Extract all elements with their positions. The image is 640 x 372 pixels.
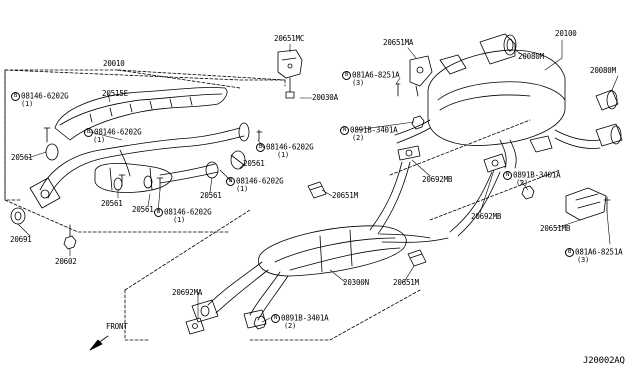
finisher-20080m-upper: [479, 33, 517, 65]
callout-code: 081A6-8251A: [575, 247, 623, 257]
front-pipe-20010: [29, 127, 245, 209]
bolt-symbol-icon: B: [256, 143, 265, 152]
muffler-20100: [394, 49, 601, 169]
heat-shield-20515e: [54, 87, 228, 141]
mount-20651m-a: [307, 181, 327, 199]
bracket-20651mc: [277, 49, 303, 99]
hanger-20651mb: [565, 187, 611, 221]
callout-code: 08146-6202G: [266, 142, 314, 152]
part-label-20561-d[interactable]: 20561: [200, 191, 222, 200]
nut-lower: [253, 315, 267, 330]
part-label-20651mb[interactable]: 20651MB: [540, 224, 571, 233]
part-label-20602[interactable]: 20602: [55, 257, 77, 266]
nut-20602: [63, 224, 77, 250]
callout-code: 08146-6202G: [236, 176, 284, 186]
callout-qty-c7: (3): [577, 256, 590, 264]
part-label-20691[interactable]: 20691: [10, 235, 32, 244]
gasket-20692mb-b: [483, 153, 507, 173]
part-label-20561-e[interactable]: 20561: [243, 159, 265, 168]
part-label-20651ma[interactable]: 20651MA: [383, 38, 414, 47]
callout-code: 08146-6202G: [21, 91, 69, 101]
part-label-20515e[interactable]: 20515E: [102, 89, 128, 98]
bolts-front: [43, 127, 263, 191]
group-outline-center: [124, 119, 561, 341]
bolt-symbol-icon: B: [84, 128, 93, 137]
part-label-20651mc[interactable]: 20651MC: [274, 34, 305, 43]
gasket-20691: [10, 207, 26, 225]
callout-code: 0891B-3401A: [350, 125, 398, 135]
part-label-20561-b[interactable]: 20561: [101, 199, 123, 208]
diagram-code: J20002AQ: [583, 356, 625, 366]
part-label-20080m-a[interactable]: 20080M: [518, 52, 544, 61]
callout-qty-c1: (1): [21, 100, 34, 108]
part-label-20692ma[interactable]: 20692MA: [172, 288, 203, 297]
callout-qty-n1: (2): [352, 134, 365, 142]
part-label-20651m-a[interactable]: 20651M: [332, 191, 358, 200]
mount-20651m-b: [407, 249, 427, 267]
bolt-symbol-icon: B: [565, 248, 574, 257]
part-label-20561-a[interactable]: 20561: [11, 153, 33, 162]
center-pipe-20300n: [191, 161, 501, 329]
callout-qty-c6: (3): [352, 79, 365, 87]
part-label-20692mb-a[interactable]: 20692MB: [422, 175, 453, 184]
callout-code: 0891B-3401A: [513, 170, 561, 180]
callout-qty-c4: (1): [236, 185, 249, 193]
bolt-symbol-icon: B: [342, 71, 351, 80]
finisher-20080m-lower: [595, 89, 623, 147]
part-label-20010[interactable]: 20010: [103, 59, 125, 68]
callout-qty-n3: (2): [284, 322, 297, 330]
gasket-20692ma: [185, 317, 205, 335]
part-label-20080m-b[interactable]: 20080M: [590, 66, 616, 75]
callout-code: 08146-6202G: [164, 207, 212, 217]
part-label-20100[interactable]: 20100: [555, 29, 577, 38]
front-arrow: [89, 335, 109, 351]
front-label: FRONT: [106, 322, 128, 331]
nuts-muffler: [395, 83, 535, 200]
part-label-20030a[interactable]: 20030A: [312, 93, 338, 102]
callout-qty-c2: (1): [93, 136, 106, 144]
callout-qty-c5: (1): [173, 216, 186, 224]
nut-symbol-icon: N: [271, 314, 280, 323]
part-label-20692mb-b[interactable]: 20692MB: [471, 212, 502, 221]
bolt-symbol-icon: B: [226, 177, 235, 186]
part-label-20561-c[interactable]: 20561: [132, 205, 154, 214]
part-label-20300n[interactable]: 20300N: [343, 278, 369, 287]
nut-symbol-icon: N: [340, 126, 349, 135]
bolt-symbol-icon: B: [11, 92, 20, 101]
callout-code: 081A6-8251A: [352, 70, 400, 80]
part-label-20651m-b[interactable]: 20651M: [393, 278, 419, 287]
callout-code: 08146-6202G: [94, 127, 142, 137]
callout-code: 0891B-3401A: [281, 313, 329, 323]
callout-qty-n2: (2): [516, 179, 529, 187]
callout-qty-c3: (1): [277, 151, 290, 159]
bolt-symbol-icon: B: [154, 208, 163, 217]
nut-symbol-icon: N: [503, 171, 512, 180]
gasket-20692mb-a: [397, 145, 421, 161]
hanger-20651ma: [409, 55, 433, 97]
